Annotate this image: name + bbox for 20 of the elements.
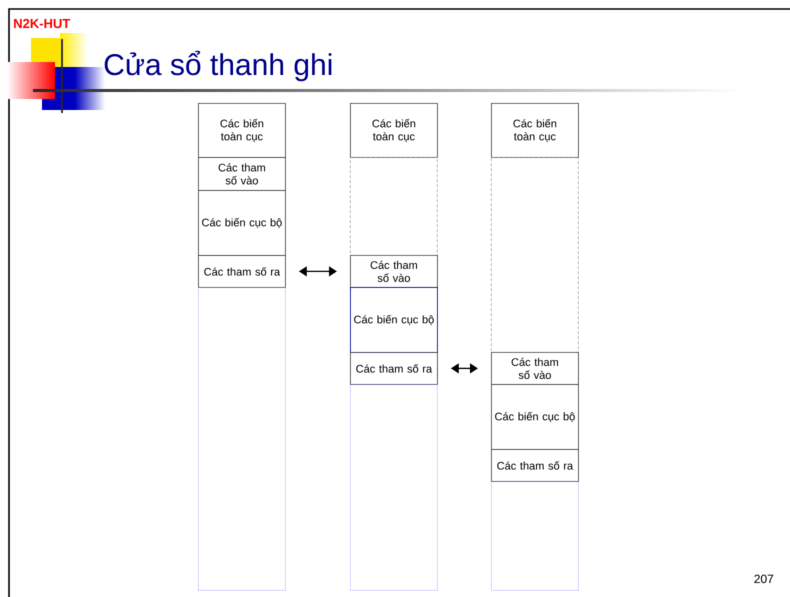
header-label: N2K-HUT <box>14 18 70 28</box>
stack-frame-box: Các biến toàn cục <box>198 103 286 158</box>
stack-frame-box: Các tham số ra <box>350 352 438 385</box>
stack-frame-box: Các biến toàn cục <box>350 103 438 158</box>
empty-stack-region <box>350 157 438 256</box>
stack-frame-box: Các tham số ra <box>198 254 286 288</box>
stack-frame-box: Các biến cục bộ <box>350 287 438 353</box>
empty-stack-region <box>491 480 579 591</box>
stack-frame-box: Các tham số ra <box>491 448 579 482</box>
stack-frame-box: Các tham số vào <box>350 254 438 288</box>
stack-frame-box: Các tham số vào <box>198 156 286 191</box>
stack-frame-box: Các biến toàn cục <box>491 103 579 158</box>
stack-frame-box: Các biến cục bộ <box>198 190 286 256</box>
empty-stack-region <box>491 157 578 352</box>
empty-stack-region <box>198 287 286 591</box>
page-number: 207 <box>754 574 774 584</box>
stack-frame-box: Các tham số vào <box>491 352 579 385</box>
slide-title: Cửa sổ thanh ghi <box>104 50 332 82</box>
empty-stack-region <box>350 384 438 591</box>
stack-frame-box: Các biến cục bộ <box>491 384 579 450</box>
